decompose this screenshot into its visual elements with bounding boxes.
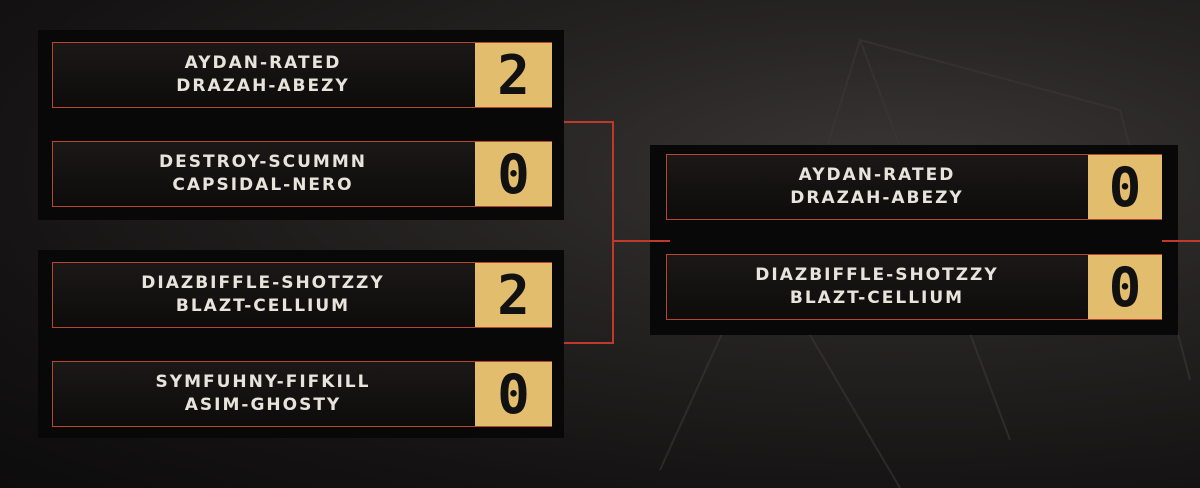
team2-name: DRAZAH-ABEZY xyxy=(176,76,350,96)
team2-name: CAPSIDAL-NERO xyxy=(172,175,354,195)
round1-match-2[interactable]: DESTROY-SCUMMN CAPSIDAL-NERO 0 xyxy=(52,141,552,207)
bracket-connector-to-final xyxy=(612,240,670,242)
bracket-connector-out xyxy=(1162,240,1200,242)
team-names: DIAZBIFFLE-SHOTZZY BLAZT-CELLIUM xyxy=(53,263,473,327)
round1-match-3[interactable]: DIAZBIFFLE-SHOTZZY BLAZT-CELLIUM 2 xyxy=(52,262,552,328)
team-names: AYDAN-RATED DRAZAH-ABEZY xyxy=(53,43,473,107)
team2-name: ASIM-GHOSTY xyxy=(184,395,342,415)
round2-match-1[interactable]: AYDAN-RATED DRAZAH-ABEZY 0 xyxy=(666,154,1162,220)
team2-name: BLAZT-CELLIUM xyxy=(175,296,351,316)
team-names: SYMFUHNY-FIFKILL ASIM-GHOSTY xyxy=(53,362,473,426)
score-box: 2 xyxy=(475,263,552,327)
score-box: 0 xyxy=(1088,155,1162,219)
round1-match-1[interactable]: AYDAN-RATED DRAZAH-ABEZY 2 xyxy=(52,42,552,108)
team1-name: DIAZBIFFLE-SHOTZZY xyxy=(755,265,999,285)
score-box: 0 xyxy=(475,142,552,206)
team1-name: AYDAN-RATED xyxy=(184,53,342,73)
round1-match-4[interactable]: SYMFUHNY-FIFKILL ASIM-GHOSTY 0 xyxy=(52,361,552,427)
team-names: DESTROY-SCUMMN CAPSIDAL-NERO xyxy=(53,142,473,206)
bracket-connector-top-horizontal xyxy=(564,121,614,123)
team-names: AYDAN-RATED DRAZAH-ABEZY xyxy=(667,155,1087,219)
round2-match-2[interactable]: DIAZBIFFLE-SHOTZZY BLAZT-CELLIUM 0 xyxy=(666,254,1162,320)
team1-name: DESTROY-SCUMMN xyxy=(159,152,367,172)
team2-name: DRAZAH-ABEZY xyxy=(790,188,964,208)
team1-name: DIAZBIFFLE-SHOTZZY xyxy=(141,273,385,293)
team-names: DIAZBIFFLE-SHOTZZY BLAZT-CELLIUM xyxy=(667,255,1087,319)
team1-name: AYDAN-RATED xyxy=(798,165,956,185)
team1-name: SYMFUHNY-FIFKILL xyxy=(155,372,371,392)
bracket-connector-vertical xyxy=(612,121,614,344)
bracket-connector-bottom-horizontal xyxy=(564,342,614,344)
score-box: 0 xyxy=(1088,255,1162,319)
team2-name: BLAZT-CELLIUM xyxy=(789,288,965,308)
score-box: 2 xyxy=(475,43,552,107)
score-box: 0 xyxy=(475,362,552,426)
